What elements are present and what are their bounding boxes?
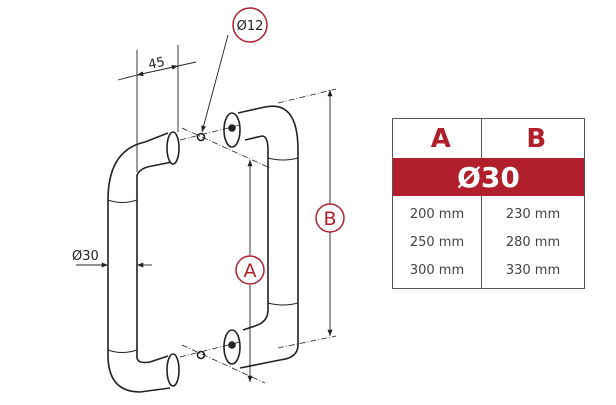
header-b: B (526, 123, 547, 154)
center-lines (179, 88, 337, 384)
dim-a-label: A (244, 260, 257, 282)
cell-a: 250 mm (409, 235, 465, 250)
dimension-lines (76, 34, 333, 382)
column-a: 200 mm 250 mm 300 mm (393, 201, 481, 285)
cell-b: 280 mm (505, 235, 561, 250)
cell-a: 300 mm (409, 263, 465, 278)
dim-screw-label: Ø12 (237, 19, 264, 34)
left-handle (107, 131, 180, 393)
dim-a-circle (235, 255, 265, 285)
dim-b-label: B (323, 208, 336, 230)
size-table: A B Ø30 200 mm 250 mm 300 mm 230 mm 280 … (392, 118, 585, 289)
cell-b: 230 mm (505, 207, 561, 222)
dim-b-circle (315, 203, 345, 233)
cell-b: 330 mm (505, 263, 561, 278)
column-b: 230 mm 280 mm 330 mm (482, 201, 584, 285)
cell-a: 200 mm (409, 207, 465, 222)
column-divider (481, 119, 482, 288)
dim-width-label: 45 (147, 55, 166, 73)
diameter-band: Ø30 (393, 158, 584, 196)
header-a: A (430, 123, 451, 154)
right-handle (196, 105, 299, 369)
dim-screw-circle (232, 7, 268, 43)
dim-tube-label: Ø30 (72, 249, 99, 264)
